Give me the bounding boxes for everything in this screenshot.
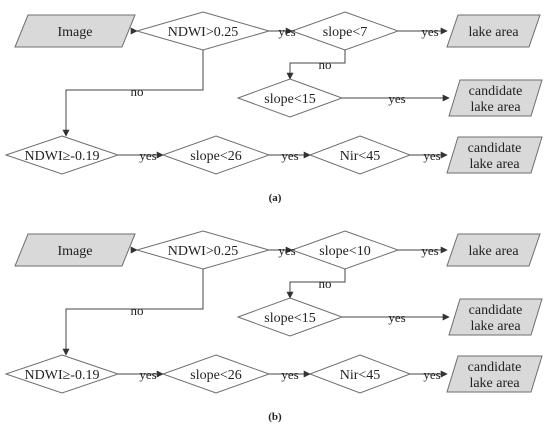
panel-b-lake-area-output-label: lake area [468, 244, 519, 259]
panel-b-edge-slope-no [286, 269, 346, 299]
panel-b-image-input-shape [14, 233, 136, 267]
panel-b-yes-label-4: yes [139, 367, 156, 382]
panel-a-yes-label-4: yes [139, 148, 156, 163]
panel-b-caption: (b) [268, 411, 282, 423]
panel-b-yes-label-3: yes [388, 310, 405, 325]
panel-b-yes-label-5: yes [281, 367, 298, 382]
panel-a-edge-slope-no [286, 50, 346, 80]
panel-a: Image NDWI>0.25 slope<7 lake area slope<15 ca… [4, 11, 543, 204]
panel-a-nir-decision-shape [308, 135, 412, 175]
panel-b-edge-ndwi-no [62, 269, 204, 356]
panel-b-slope-mid-decision-label: slope<15 [264, 311, 315, 326]
panel-a-yes-label-2: yes [421, 24, 438, 39]
panel-a-image-input-shape [14, 14, 136, 48]
panel-a-candidate-output-2-shape [446, 136, 543, 174]
panel-a-no-label-2: no [131, 84, 144, 99]
panel-a-slope-high-decision-shape [161, 135, 271, 175]
panel-b-no-label-2: no [131, 303, 144, 318]
panel-b-candidate-output-2-shape [446, 355, 543, 393]
panel-a-caption: (a) [269, 192, 282, 204]
panel-a-lake-area-output-shape [446, 14, 541, 48]
panel-b-slope-high-decision-shape [161, 354, 271, 394]
panel-a-lake-area-output-label: lake area [468, 25, 519, 40]
panel-a-slope-low-decision-label: slope<7 [323, 25, 367, 40]
panel-b-ndwi-high-decision-label: NDWI>0.25 [168, 244, 239, 259]
panel-b-yes-label-1: yes [278, 243, 295, 258]
panel-a-yes-label-5: yes [281, 148, 298, 163]
panel-a-slope-high-decision-label: slope<26 [190, 149, 241, 164]
panel-b-image-input-label: Image [58, 244, 93, 259]
panel-a-ndwi-high-decision-label: NDWI>0.25 [168, 25, 239, 40]
panel-b-lake-area-output-shape [446, 233, 541, 267]
panel-a-image-input-label: Image [58, 25, 93, 40]
panel-a-nir-decision-label: Nir<45 [340, 149, 381, 164]
panel-b-slope-mid-decision-shape [236, 297, 344, 337]
panel-b-ndwi-low-decision-shape [4, 354, 120, 394]
panel-b-nir-decision-shape [308, 354, 412, 394]
panel-b-yes-label-6: yes [423, 367, 440, 382]
panel-a-candidate-output-1-shape [448, 79, 543, 117]
panel-b-no-label-1: no [319, 276, 332, 291]
panel-a-ndwi-low-decision-label: NDWI≥-0.19 [25, 149, 100, 164]
panel-b-slope-low-decision-label: slope<10 [319, 244, 370, 259]
panel-b-candidate-output-1-shape [448, 298, 543, 336]
panel-b-yes-label-2: yes [421, 243, 438, 258]
panel-b-nir-decision-label: Nir<45 [340, 368, 381, 383]
panel-b-ndwi-low-decision-label: NDWI≥-0.19 [25, 368, 100, 383]
panel-a-slope-mid-decision-label: slope<15 [264, 92, 315, 107]
panel-a-yes-label-3: yes [388, 91, 405, 106]
panel-a-yes-label-1: yes [278, 24, 295, 39]
panel-a-yes-label-6: yes [423, 148, 440, 163]
panel-b-slope-high-decision-label: slope<26 [190, 368, 241, 383]
panel-b: Image NDWI>0.25 slope<10 lake area slope<15 c… [4, 230, 543, 423]
panel-a-edge-ndwi-no [62, 50, 204, 137]
panel-a-slope-mid-decision-shape [236, 78, 344, 118]
panel-a-no-label-1: no [319, 57, 332, 72]
panel-a-ndwi-low-decision-shape [4, 135, 120, 175]
